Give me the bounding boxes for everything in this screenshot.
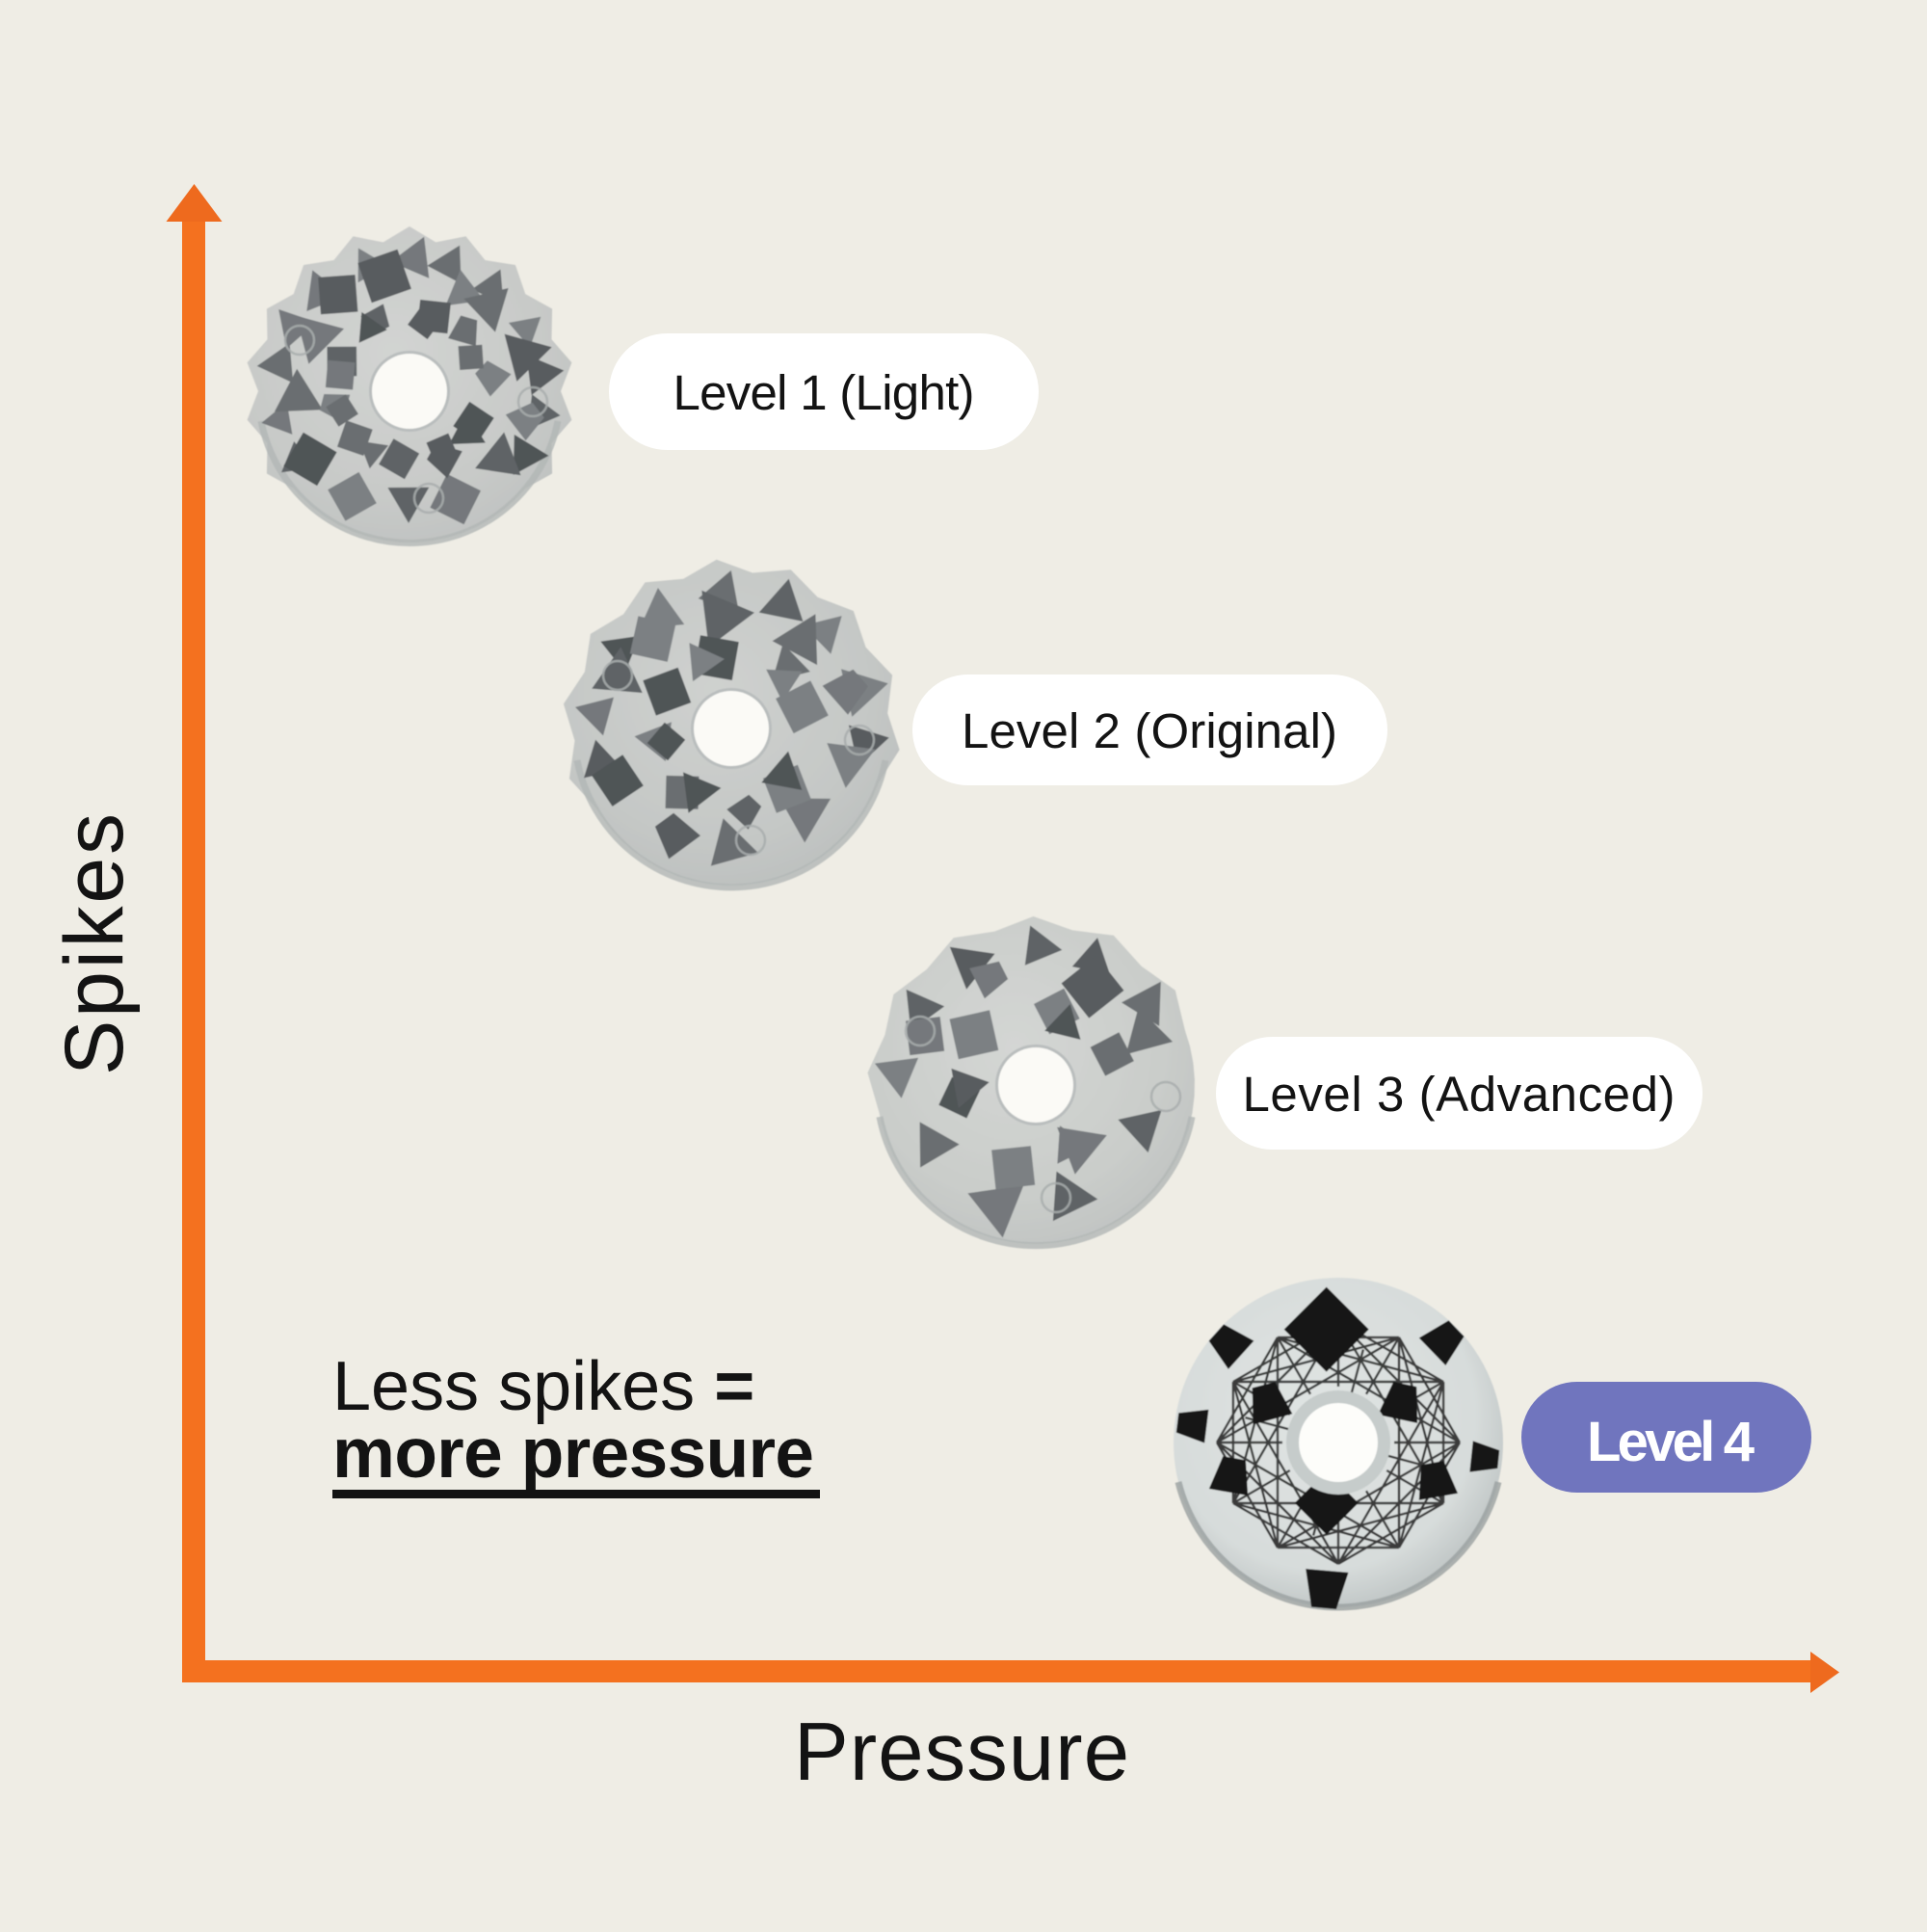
svg-text:Level 1 (Light): Level 1 (Light): [673, 365, 975, 420]
svg-text:Spikes: Spikes: [48, 813, 141, 1075]
svg-text:Pressure: Pressure: [794, 1707, 1129, 1798]
svg-text:Level 3 (Advanced): Level 3 (Advanced): [1243, 1067, 1676, 1122]
svg-text:Level 2 (Original): Level 2 (Original): [962, 703, 1337, 758]
svg-text:Level 4: Level 4: [1587, 1411, 1755, 1473]
svg-text:Less spikes =: Less spikes =: [332, 1348, 754, 1425]
svg-text:more pressure: more pressure: [332, 1415, 814, 1493]
